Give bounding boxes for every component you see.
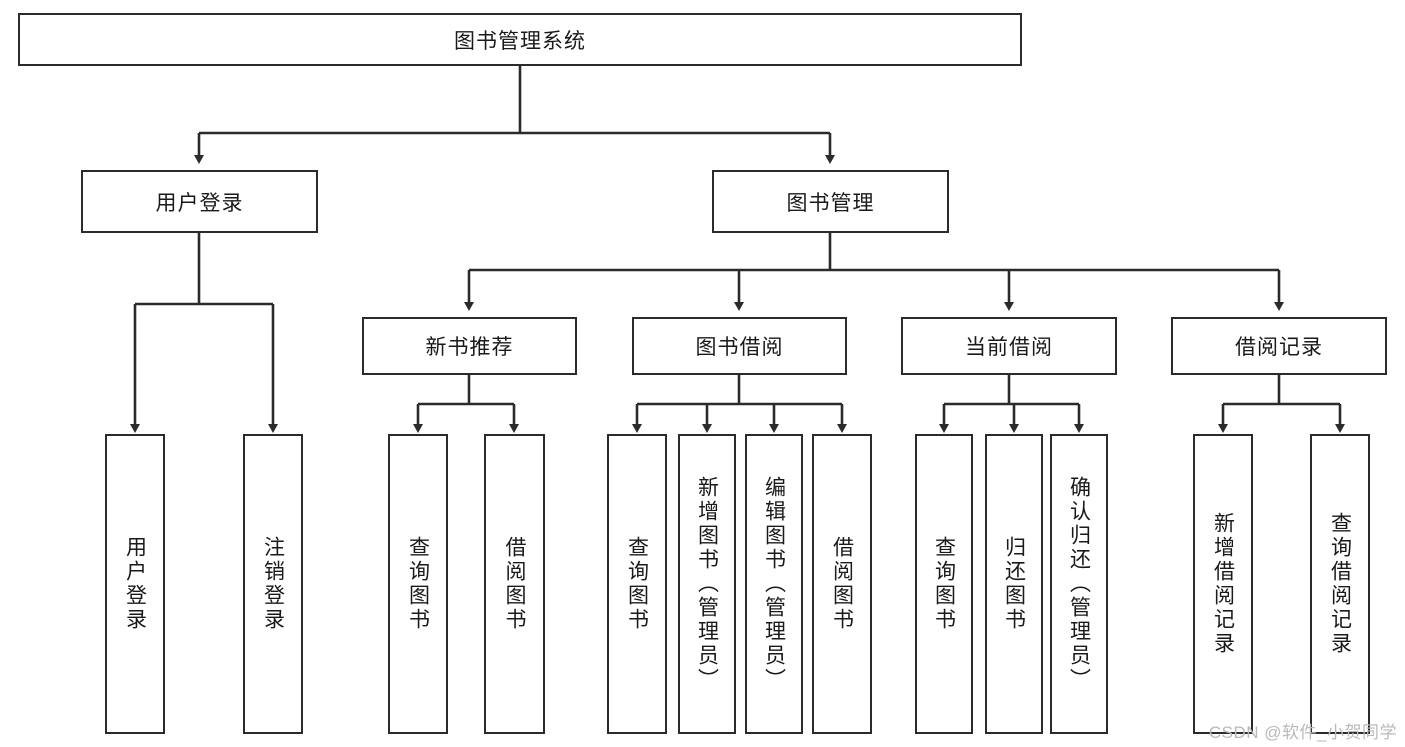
leaf-current-return-books[interactable]: 归还图书 xyxy=(985,434,1043,734)
node-label: 图书管理系统 xyxy=(454,29,586,53)
node-label: 注销登录 xyxy=(261,536,285,632)
node-book-borrow[interactable]: 图书借阅 xyxy=(632,317,847,375)
node-label: 图书管理 xyxy=(786,191,875,215)
node-label: 查询图书 xyxy=(406,536,430,632)
leaf-user-login[interactable]: 用户登录 xyxy=(105,434,165,734)
node-label: 用户登录 xyxy=(155,191,244,215)
node-label: 新书推荐 xyxy=(425,336,514,359)
node-label: 新增借阅记录 xyxy=(1211,512,1235,656)
leaf-newbook-query-books[interactable]: 查询图书 xyxy=(388,434,448,734)
leaf-borrow-edit-book-admin[interactable]: 编辑图书（管理员） xyxy=(745,434,803,734)
node-label: 查询图书 xyxy=(932,536,956,632)
leaf-newbook-borrow-books[interactable]: 借阅图书 xyxy=(484,434,545,734)
node-label: 确认归还（管理员） xyxy=(1067,476,1091,692)
leaf-borrow-query-books[interactable]: 查询图书 xyxy=(607,434,667,734)
leaf-record-add-borrow-record[interactable]: 新增借阅记录 xyxy=(1193,434,1253,734)
node-label: 编辑图书（管理员） xyxy=(762,476,786,692)
node-label: 用户登录 xyxy=(123,536,147,632)
leaf-current-confirm-return-admin[interactable]: 确认归还（管理员） xyxy=(1050,434,1108,734)
node-label: 图书借阅 xyxy=(695,336,784,359)
node-label: 当前借阅 xyxy=(965,336,1053,359)
node-root-book-management-system[interactable]: 图书管理系统 xyxy=(18,13,1022,66)
node-label: 归还图书 xyxy=(1002,536,1026,632)
node-new-book-recommend[interactable]: 新书推荐 xyxy=(362,317,577,375)
node-borrow-record[interactable]: 借阅记录 xyxy=(1171,317,1387,375)
node-label: 借阅记录 xyxy=(1235,336,1323,359)
watermark-text: CSDN @软件_小贺同学 xyxy=(1208,723,1397,742)
leaf-logout[interactable]: 注销登录 xyxy=(243,434,303,734)
leaf-borrow-add-book-admin[interactable]: 新增图书（管理员） xyxy=(678,434,736,734)
leaf-current-query-books[interactable]: 查询图书 xyxy=(915,434,973,734)
leaf-record-query-borrow-record[interactable]: 查询借阅记录 xyxy=(1310,434,1370,734)
node-label: 借阅图书 xyxy=(503,536,526,632)
node-label: 查询图书 xyxy=(625,536,649,632)
node-user-login[interactable]: 用户登录 xyxy=(81,170,318,233)
node-current-borrow[interactable]: 当前借阅 xyxy=(901,317,1117,375)
node-book-management[interactable]: 图书管理 xyxy=(712,170,949,233)
node-label: 新增图书（管理员） xyxy=(695,476,719,692)
node-label: 借阅图书 xyxy=(830,536,854,632)
node-label: 查询借阅记录 xyxy=(1328,512,1352,656)
leaf-borrow-borrow-books[interactable]: 借阅图书 xyxy=(812,434,872,734)
